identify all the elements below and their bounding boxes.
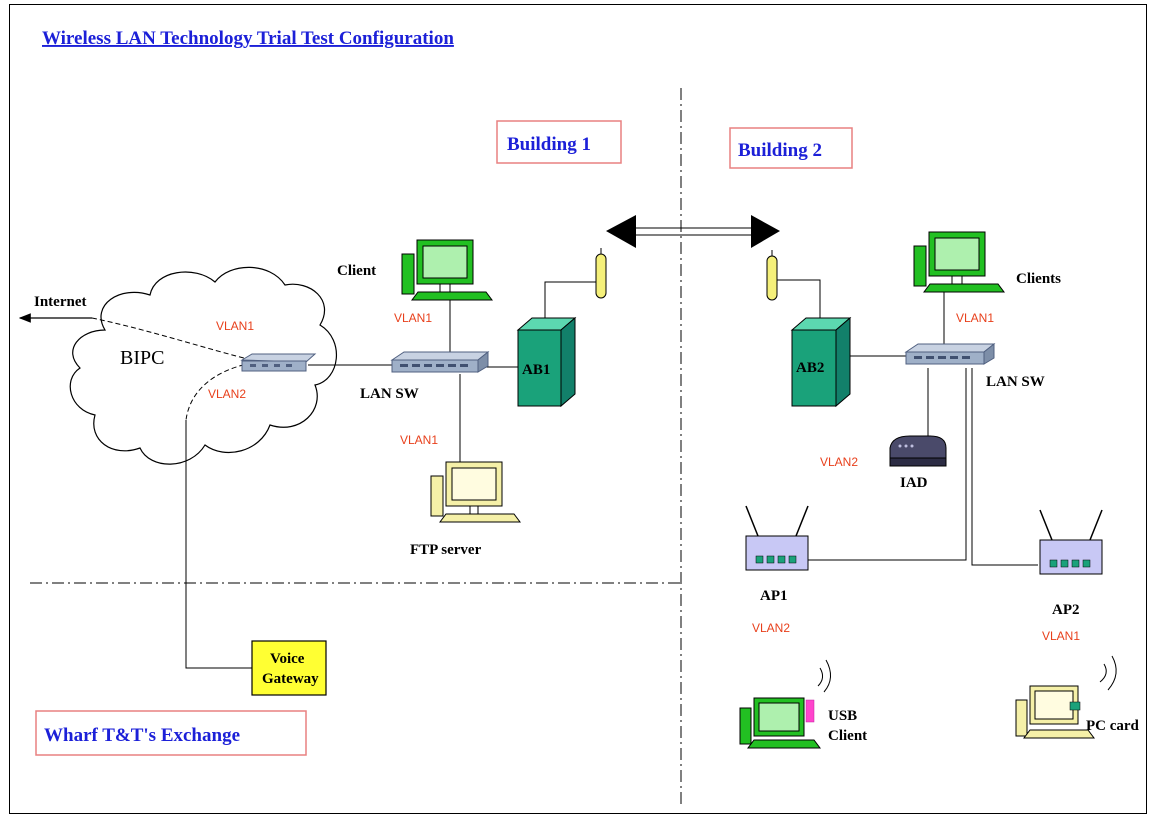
client-label: Client (337, 263, 376, 279)
ap1-vlan-label: VLAN2 (752, 621, 790, 635)
ap1-label: AP1 (760, 588, 788, 604)
clients-computer-icon (913, 231, 1005, 293)
voice-gateway: Voice Gateway (251, 640, 327, 696)
bipc-vlan1-label: VLAN1 (216, 319, 254, 333)
vlan1-path (91, 317, 253, 361)
clients-label: Clients (1016, 271, 1061, 287)
ap2-label: AP2 (1052, 602, 1080, 618)
ftp-server-computer-icon (430, 461, 521, 523)
pc-card-computer-icon (1015, 685, 1095, 739)
diagram-title: Wireless LAN Technology Trial Test Confi… (42, 28, 454, 49)
voice-gateway-line1: Voice (270, 651, 305, 667)
usb-client-computer-icon (739, 697, 821, 749)
iad-modem-icon (889, 435, 947, 467)
ab1-bridge-icon (516, 316, 577, 408)
ap1-access-point-icon (745, 505, 809, 571)
clients-vlan-label: VLAN1 (956, 311, 994, 325)
antenna-1-icon (595, 248, 607, 299)
usb-client-wireless-waves-icon (817, 659, 831, 693)
zone-building-1: Building 1 (496, 120, 622, 164)
iad-label: IAD (900, 475, 928, 491)
lan-sw-2-label: LAN SW (986, 374, 1045, 390)
pc-card-wireless-waves-icon (1099, 655, 1117, 691)
pc-card-label: PC card (1086, 718, 1140, 734)
ab2-label: AB2 (796, 360, 824, 376)
links-building-2 (776, 279, 1038, 566)
bipc-cloud (69, 266, 337, 465)
vlan2-path (185, 362, 253, 421)
zone-building-2-label: Building 2 (738, 140, 822, 161)
ap2-access-point-icon (1039, 509, 1103, 575)
zone-exchange: Wharf T&T's Exchange (35, 710, 307, 756)
voice-gateway-line2: Gateway (262, 671, 319, 687)
lan-switch-2 (904, 342, 996, 365)
bipc-vlan2-label: VLAN2 (208, 387, 246, 401)
wireless-bridge-arrow (606, 215, 780, 248)
zone-exchange-label: Wharf T&T's Exchange (44, 725, 240, 746)
client-vlan-label: VLAN1 (394, 311, 432, 325)
internet-label: Internet (34, 294, 87, 310)
usb-client-line1: USB (828, 708, 857, 724)
zone-building-1-label: Building 1 (507, 134, 591, 155)
lan-switch-1 (390, 350, 490, 373)
ab1-label: AB1 (522, 362, 550, 378)
links-building-1 (185, 281, 599, 669)
ftp-server-label: FTP server (410, 542, 482, 558)
bipc-switch (240, 353, 317, 372)
usb-client-line2: Client (828, 728, 867, 744)
ap2-vlan-label: VLAN1 (1042, 629, 1080, 643)
client-computer-icon (401, 239, 493, 301)
antenna-2-icon (766, 250, 778, 301)
bipc-label: BIPC (120, 347, 164, 369)
diagram-frame (9, 4, 1147, 814)
lan-sw-1-label: LAN SW (360, 386, 419, 402)
zone-building-2: Building 2 (729, 127, 853, 169)
ftp-vlan-label: VLAN1 (400, 433, 438, 447)
iad-vlan-label: VLAN2 (820, 455, 858, 469)
ab2-bridge-icon (790, 316, 852, 408)
